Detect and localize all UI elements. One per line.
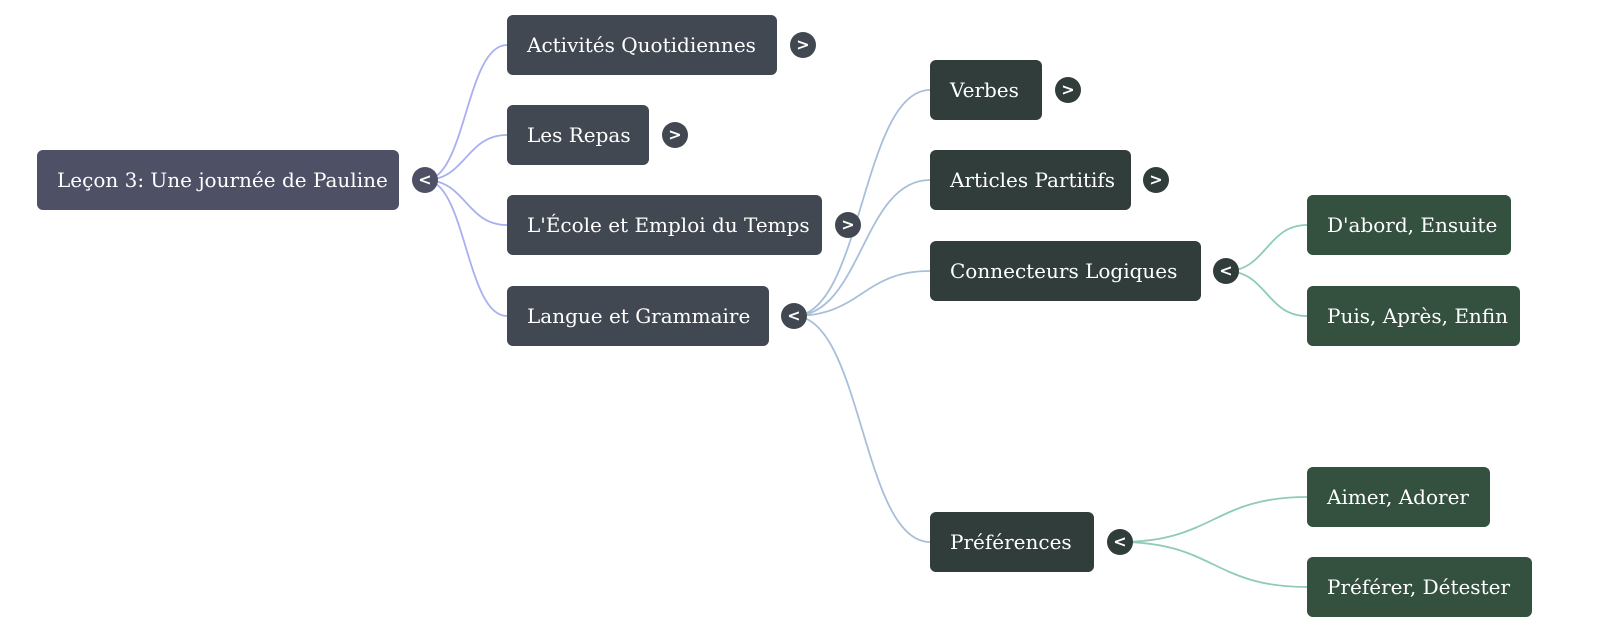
collapse-toggle-langue-et-grammaire[interactable]: <	[781, 303, 807, 329]
node-root[interactable]: Leçon 3: Une journée de Pauline	[37, 150, 399, 210]
link-connecteurs-dabord	[1225, 224, 1308, 272]
link-root-langue	[424, 179, 508, 317]
node-connecteurs-logiques[interactable]: Connecteurs Logiques	[930, 241, 1201, 301]
expand-toggle-activites-quotidiennes[interactable]: >	[790, 32, 816, 58]
node-preferences[interactable]: Préférences	[930, 512, 1094, 572]
link-root-repas	[424, 134, 508, 181]
link-root-ecole	[424, 179, 508, 226]
expand-toggle-verbes[interactable]: >	[1055, 77, 1081, 103]
expand-toggle-ecole-emploi-du-temps[interactable]: >	[835, 212, 861, 238]
node-preferer-detester[interactable]: Préférer, Détester	[1307, 557, 1532, 617]
collapse-toggle-connecteurs-logiques[interactable]: <	[1213, 258, 1239, 284]
link-langue-articles	[793, 179, 931, 317]
link-langue-verbes	[793, 89, 931, 317]
link-langue-connecteurs	[793, 270, 931, 317]
node-aimer-adorer[interactable]: Aimer, Adorer	[1307, 467, 1490, 527]
node-puis-apres-enfin[interactable]: Puis, Après, Enfin	[1307, 286, 1520, 346]
node-les-repas[interactable]: Les Repas	[507, 105, 649, 165]
expand-toggle-articles-partitifs[interactable]: >	[1143, 167, 1169, 193]
link-preferences-preferer	[1119, 541, 1308, 588]
collapse-toggle-preferences[interactable]: <	[1107, 529, 1133, 555]
link-connecteurs-puis	[1225, 270, 1308, 317]
node-ecole-emploi-du-temps[interactable]: L'École et Emploi du Temps	[507, 195, 822, 255]
link-root-activites	[424, 44, 508, 181]
expand-toggle-les-repas[interactable]: >	[662, 122, 688, 148]
node-activites-quotidiennes[interactable]: Activités Quotidiennes	[507, 15, 777, 75]
link-langue-preferences	[793, 315, 931, 543]
collapse-toggle-root[interactable]: <	[412, 167, 438, 193]
node-verbes[interactable]: Verbes	[930, 60, 1042, 120]
node-articles-partitifs[interactable]: Articles Partitifs	[930, 150, 1131, 210]
node-langue-et-grammaire[interactable]: Langue et Grammaire	[507, 286, 769, 346]
link-preferences-aimer	[1119, 496, 1308, 543]
node-dabord-ensuite[interactable]: D'abord, Ensuite	[1307, 195, 1511, 255]
